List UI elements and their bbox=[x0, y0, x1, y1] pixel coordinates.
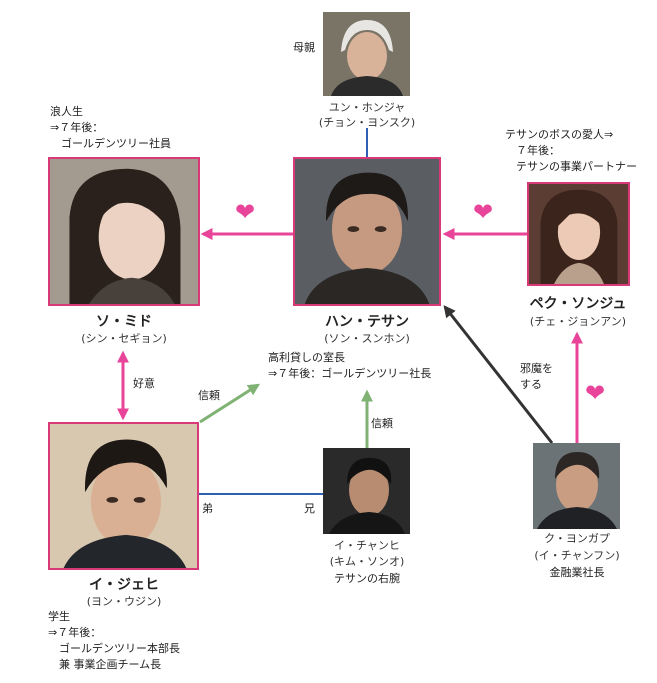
so-actor: (シン・セギョン) bbox=[81, 332, 167, 345]
baek-desc-line-2: ７年後： bbox=[505, 144, 560, 157]
lee-j-desc-line-3: ゴールデンツリー本部長 bbox=[48, 642, 180, 655]
baek-photo bbox=[527, 182, 630, 286]
baek-actor: (チェ・ジョンアン) bbox=[529, 315, 627, 328]
so-name: ソ・ミド bbox=[96, 314, 152, 330]
lee-c-actor: (キム・ソンオ) bbox=[329, 555, 405, 568]
lee-j-name: イ・ジェヒ bbox=[89, 577, 159, 593]
heart-icon: ❤ bbox=[235, 198, 256, 226]
ku-desc: 金融業社長 bbox=[549, 566, 605, 579]
so-desc-line-1: 浪人生 bbox=[50, 105, 83, 118]
so-desc-line-3: ゴールデンツリー社員 bbox=[50, 137, 171, 150]
mother-name: ユン・ホンジャ bbox=[328, 101, 406, 114]
ku-obstruct-arrow bbox=[443, 305, 554, 444]
jama-label-2: する bbox=[520, 378, 542, 391]
han-name: ハン・テサン bbox=[325, 314, 409, 330]
baek-desc-line-1: テサンのボスの愛人⇒ bbox=[505, 128, 614, 141]
shinrai-label-2: 信頼 bbox=[371, 417, 393, 430]
baek-desc-line-3: テサンの事業パートナー bbox=[505, 160, 637, 173]
ku-name: ク・ヨンガプ bbox=[544, 532, 610, 545]
koui-label: 好意 bbox=[133, 377, 155, 390]
mother-actor: (チョン・ヨンスク) bbox=[318, 116, 416, 129]
lee-c-name: イ・チャンヒ bbox=[334, 539, 400, 552]
lee-j-actor: (ヨン・ウジン) bbox=[86, 595, 162, 608]
lee-c-desc: テサンの右腕 bbox=[334, 572, 400, 585]
han-desc-line-1: 高利貸しの室長 bbox=[268, 351, 345, 364]
shinrai-label-1: 信頼 bbox=[198, 389, 220, 402]
lee-j-desc-line-2: ⇒７年後： bbox=[48, 626, 102, 639]
lee-j-desc-line-4: 兼 事業企画チーム長 bbox=[48, 658, 162, 671]
han-actor: (ソン・スンホン) bbox=[324, 332, 410, 345]
han-desc-line-2: ⇒７年後：ゴールデンツリー社長 bbox=[268, 367, 432, 380]
lee-c-photo bbox=[323, 448, 410, 534]
ku-actor: (イ・チャンフン) bbox=[534, 549, 620, 562]
heart-icon: ❤ bbox=[473, 198, 494, 226]
jama-label-1: 邪魔を bbox=[520, 362, 553, 375]
lee-j-trust-arrow bbox=[199, 383, 261, 424]
heart-icon: ❤ bbox=[585, 379, 606, 407]
han-photo bbox=[293, 157, 441, 306]
mother-photo bbox=[323, 12, 410, 96]
baek-name: ペク・ソンジュ bbox=[529, 296, 627, 312]
ani-label: 兄 bbox=[304, 502, 315, 515]
lee-j-photo bbox=[48, 422, 199, 570]
lee-j-desc-line-1: 学生 bbox=[48, 610, 70, 623]
ku-photo bbox=[533, 443, 620, 529]
so-photo bbox=[48, 157, 200, 306]
so-desc-line-2: ⇒７年後： bbox=[50, 121, 104, 134]
ototo-label: 弟 bbox=[202, 502, 213, 515]
mother-role-label: 母親 bbox=[293, 41, 315, 54]
